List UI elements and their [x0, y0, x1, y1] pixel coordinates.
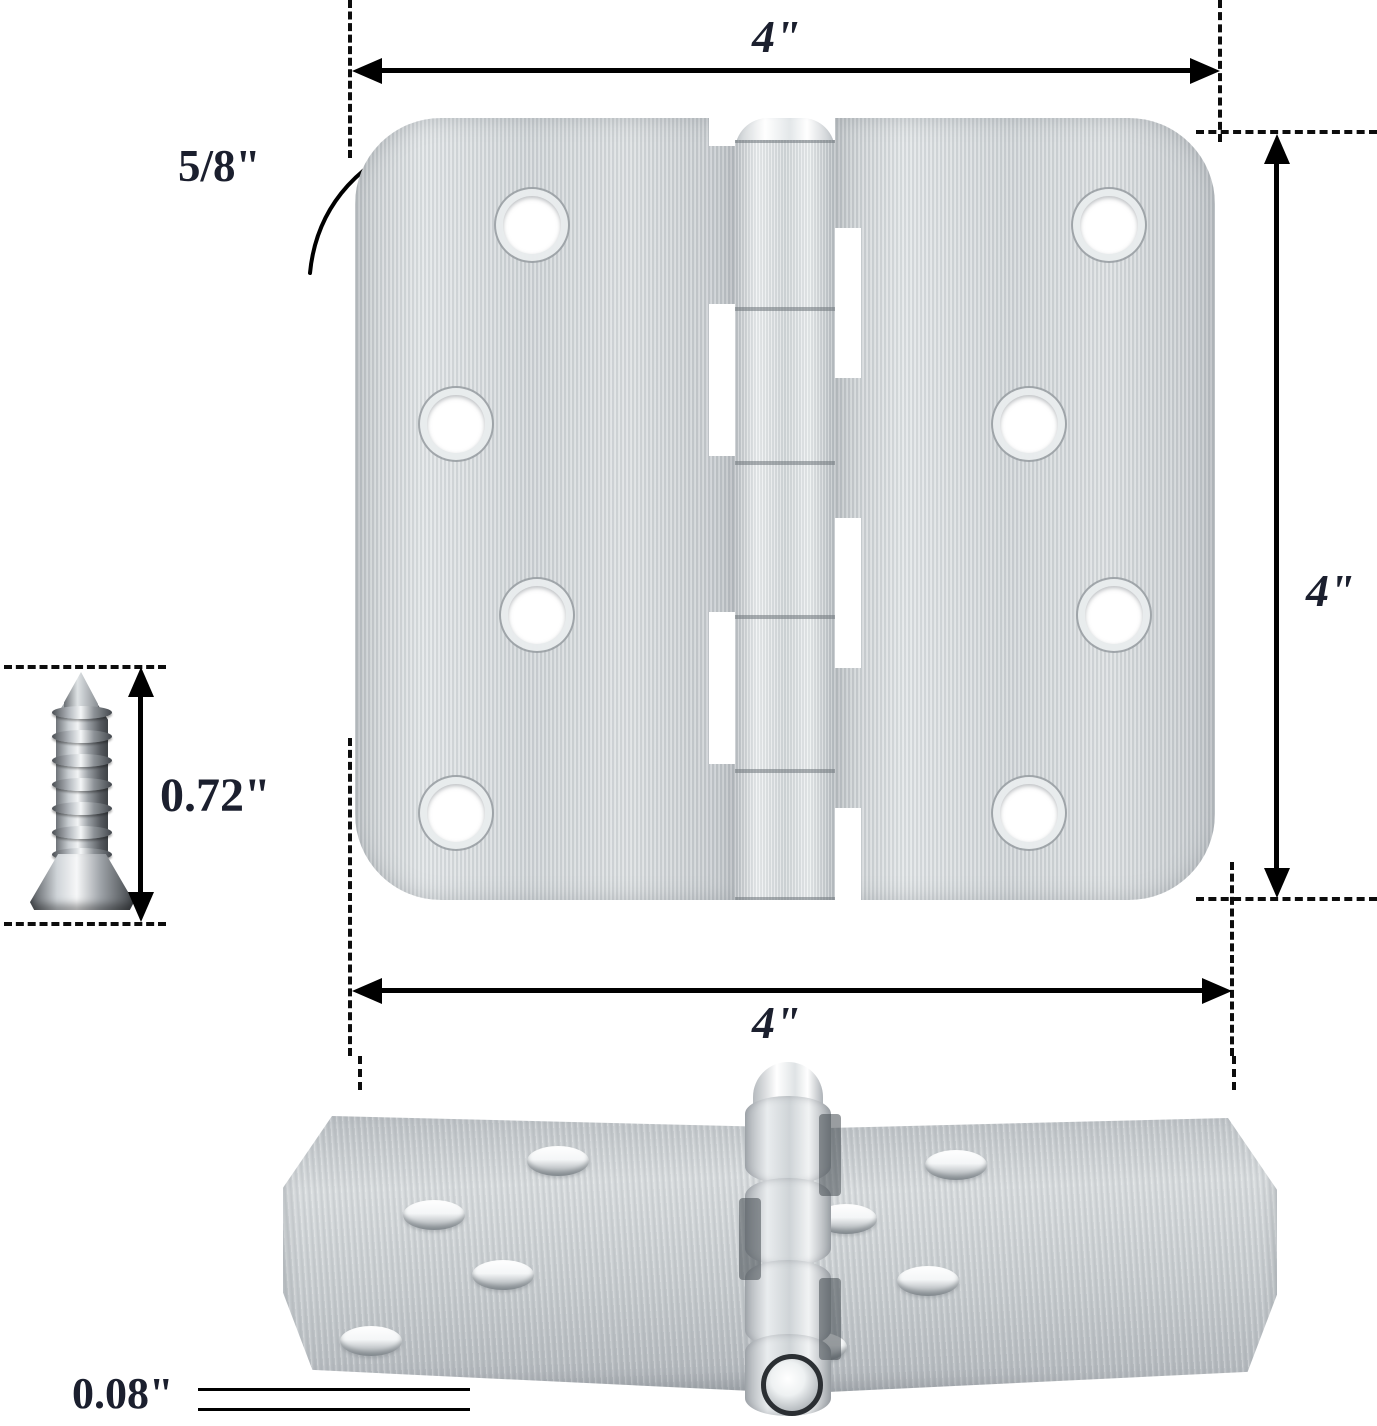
dimension-arrow-right	[1274, 152, 1279, 876]
screw-hole	[340, 1326, 402, 1356]
knuckle-gap	[709, 304, 735, 456]
arrowhead-right-bottom	[1264, 868, 1290, 898]
dimension-arrow-top	[372, 68, 1198, 73]
knuckle-gap	[709, 612, 735, 764]
knuckle-shadow	[819, 1278, 841, 1360]
hinge-knuckle	[735, 616, 835, 772]
dimension-label-right-height: 4"	[1306, 565, 1355, 616]
screw-thread	[52, 826, 112, 839]
extension-line-right-top	[1196, 130, 1377, 134]
screw-thread	[52, 730, 112, 743]
dimension-label-corner-radius: 5/8"	[178, 141, 261, 191]
screw-hole	[1080, 196, 1138, 254]
screw-thread	[52, 802, 112, 815]
extension-line-right-bottom	[1196, 897, 1377, 901]
screw-hole	[427, 395, 485, 453]
arrowhead-top-left	[352, 58, 382, 84]
thickness-leader-lower	[198, 1408, 470, 1411]
extension-line-bottom-left	[348, 738, 352, 1056]
knuckle-gap	[835, 518, 861, 668]
screw-hole	[1000, 784, 1058, 842]
hinge-leaf-right-perspective	[787, 1118, 1277, 1394]
hinge-perspective-view	[275, 1062, 1285, 1426]
screw-hole	[925, 1150, 987, 1180]
hinge-knuckle	[745, 1096, 831, 1184]
screw-hole	[527, 1146, 589, 1176]
screw-hole	[1085, 586, 1143, 644]
dimension-arrow-bottom	[372, 988, 1210, 993]
screw-thread	[52, 754, 112, 767]
screw-hole	[508, 586, 566, 644]
extension-line-bottom-right	[1230, 862, 1234, 1056]
hinge-front-view	[355, 118, 1215, 900]
screw-thread	[52, 778, 112, 791]
screw-hole	[472, 1260, 534, 1290]
extension-line-persp-left	[358, 1056, 362, 1090]
screw-illustration	[30, 672, 134, 917]
screw-head	[30, 854, 134, 910]
arrowhead-right-top	[1264, 134, 1290, 164]
dimension-label-top-width: 4"	[752, 11, 801, 62]
extension-line-screw-bottom	[4, 922, 166, 926]
arrowhead-bottom-left	[352, 978, 382, 1004]
knuckle-gap	[709, 118, 735, 146]
dimension-label-screw-length: 0.72"	[160, 769, 271, 822]
dimension-label-plate-thickness: 0.08"	[72, 1369, 174, 1418]
thickness-leader-upper	[198, 1388, 470, 1391]
screw-hole	[1000, 395, 1058, 453]
hinge-knuckle	[735, 770, 835, 900]
hinge-knuckle	[735, 308, 835, 464]
arrowhead-bottom-right	[1202, 978, 1232, 1004]
screw-hole	[897, 1266, 959, 1296]
screw-hole	[427, 784, 485, 842]
dimension-label-bottom-width: 4"	[752, 997, 801, 1048]
extension-line-screw-top	[4, 665, 166, 669]
arrowhead-screw-bottom	[128, 892, 154, 922]
dimension-arrow-screw	[138, 684, 143, 906]
hinge-pin-end-perspective	[761, 1354, 823, 1416]
hinge-barrel-perspective	[739, 1062, 841, 1426]
extension-line-top-right	[1218, 0, 1222, 142]
arrowhead-screw-top	[128, 667, 154, 697]
hinge-knuckle	[735, 140, 835, 310]
knuckle-shadow	[739, 1198, 761, 1280]
hinge-leaf-right	[835, 118, 1215, 900]
extension-line-persp-right	[1232, 1056, 1236, 1090]
knuckle-shadow	[819, 1114, 841, 1196]
extension-line-top-left	[348, 0, 352, 158]
hinge-barrel	[735, 118, 835, 900]
screw-hole	[503, 196, 561, 254]
hinge-knuckle	[735, 462, 835, 618]
screw-thread	[52, 706, 112, 719]
arrowhead-top-right	[1190, 58, 1220, 84]
screw-hole	[403, 1200, 465, 1230]
knuckle-gap	[835, 228, 861, 378]
knuckle-gap	[835, 808, 861, 900]
